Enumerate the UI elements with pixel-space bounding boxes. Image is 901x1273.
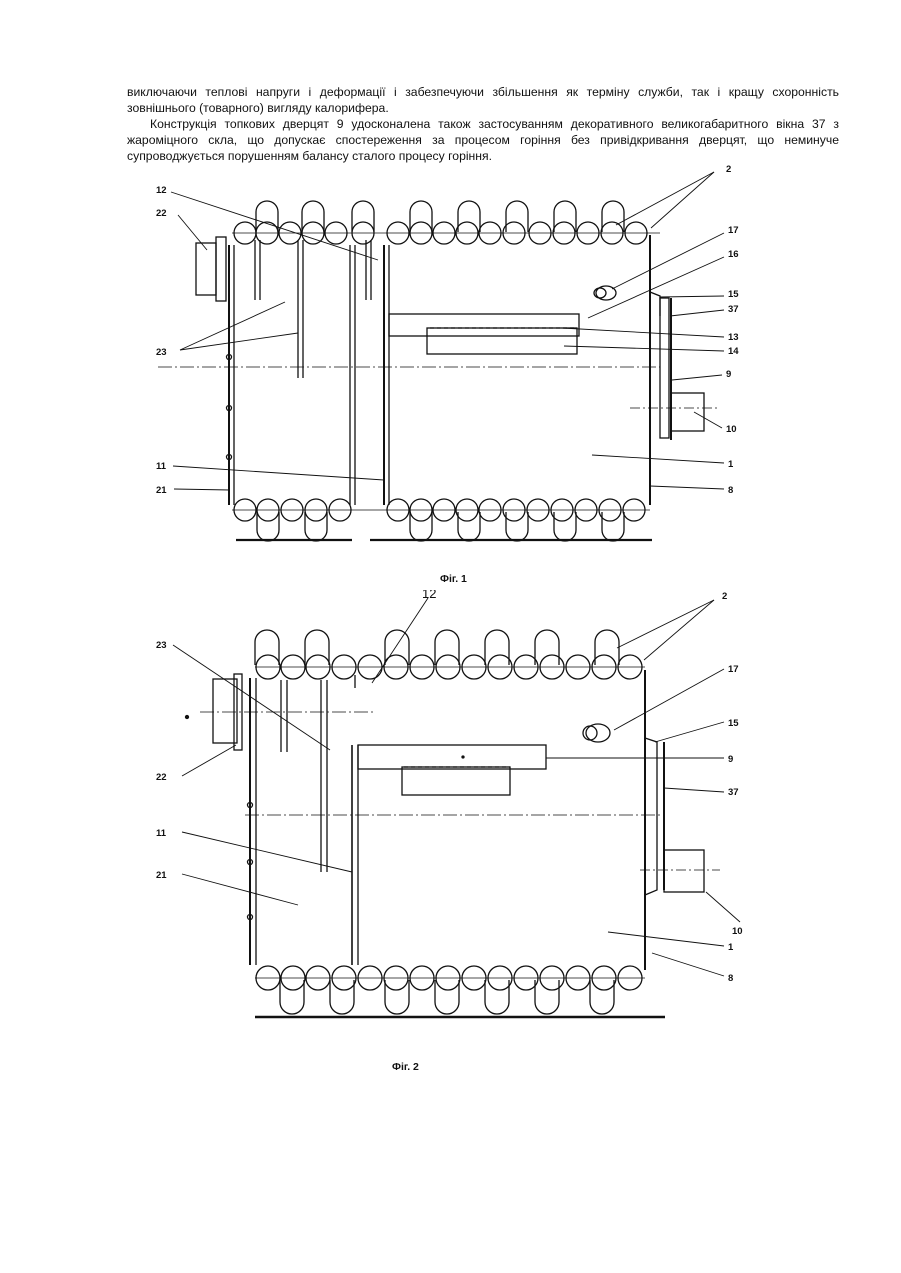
- fig2-label-23: 23: [156, 640, 167, 651]
- fig1-label-14: 14: [728, 346, 739, 357]
- fig1-caption: Фіг. 1: [440, 573, 467, 585]
- fig2-bottom-coil: [255, 966, 665, 1017]
- fig2-label-10: 10: [732, 926, 743, 937]
- fig2-label-22: 22: [156, 772, 167, 783]
- fig1-label-37: 37: [728, 304, 739, 315]
- fig2-top-coil: [255, 630, 645, 679]
- fig1-label-12: 12: [156, 185, 167, 196]
- fig2-label-12: 12: [422, 590, 436, 601]
- figure-1-drawing: 2 12 22 17 16 15 37 13 14 23 9 10 11 1 2…: [0, 0, 901, 600]
- fig2-label-9: 9: [728, 754, 733, 765]
- fig1-label-17: 17: [728, 225, 739, 236]
- fig2-label-17: 17: [728, 664, 739, 675]
- fig2-label-1: 1: [728, 942, 734, 953]
- fig2-caption: Фіг. 2: [392, 1061, 419, 1073]
- fig2-label-11: 11: [156, 828, 167, 839]
- fig1-label-15: 15: [728, 289, 739, 300]
- fig2-label-2: 2: [722, 591, 727, 602]
- fig1-label-10: 10: [726, 424, 737, 435]
- fig1-label-2: 2: [726, 164, 731, 175]
- fig2-label-21: 21: [156, 870, 167, 881]
- fig1-label-13: 13: [728, 332, 739, 343]
- fig2-label-37: 37: [728, 787, 739, 798]
- fig1-bottom-coil: [232, 499, 652, 541]
- fig1-label-9: 9: [726, 369, 731, 380]
- fig1-label-1: 1: [728, 459, 734, 470]
- figure-2-drawing: 2 12 23 17 15 9 22 37 11 21 10 1 8 Фіг. …: [0, 590, 901, 1090]
- fig1-top-coil: [232, 201, 660, 244]
- fig1-label-22: 22: [156, 208, 167, 219]
- fig1-label-11: 11: [156, 461, 167, 472]
- fig1-label-23: 23: [156, 347, 167, 358]
- fig1-label-21: 21: [156, 485, 167, 496]
- fig1-label-8: 8: [728, 485, 733, 496]
- fig2-label-15: 15: [728, 718, 739, 729]
- fig2-label-8: 8: [728, 973, 733, 984]
- fig1-label-16: 16: [728, 249, 739, 260]
